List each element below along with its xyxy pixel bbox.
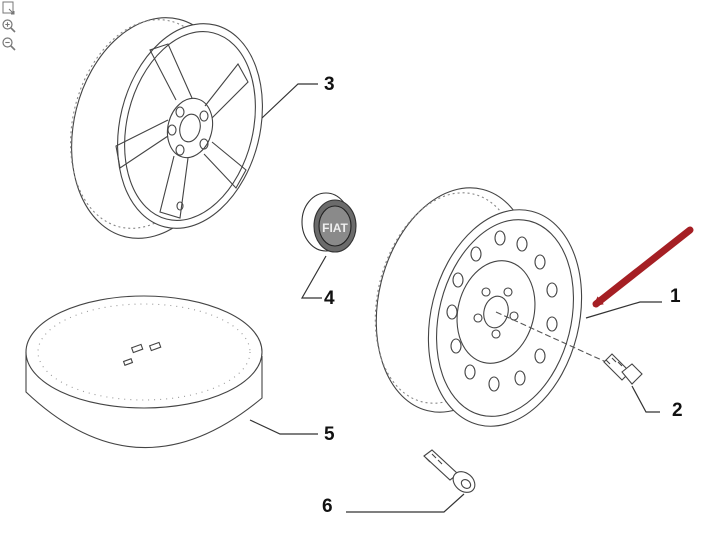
callout-number-6: 6 bbox=[322, 496, 333, 517]
tyre-valve[interactable] bbox=[423, 449, 479, 497]
highlight-arrow bbox=[592, 226, 694, 308]
steel-wheel[interactable] bbox=[354, 171, 607, 443]
callout-number-3: 3 bbox=[324, 74, 335, 95]
callout-leader-6 bbox=[346, 493, 465, 513]
wheel-bolt[interactable] bbox=[603, 353, 643, 385]
callout-number-1: 1 bbox=[670, 286, 681, 307]
hub-cap-logo: FIAT bbox=[322, 221, 348, 235]
callout-leader-5 bbox=[249, 419, 318, 435]
callout-leader-3 bbox=[261, 83, 318, 119]
viewer-toolbar bbox=[1, 0, 19, 52]
callout-number-5: 5 bbox=[324, 424, 335, 445]
fit-page-icon[interactable] bbox=[1, 0, 17, 16]
callout-leader-1 bbox=[585, 301, 662, 319]
callout-number-2: 2 bbox=[672, 400, 683, 421]
alloy-wheel[interactable] bbox=[49, 0, 283, 255]
zoom-out-icon[interactable] bbox=[1, 36, 17, 52]
callout-leader-4 bbox=[300, 255, 327, 299]
spare-wheel-cover[interactable] bbox=[25, 295, 263, 449]
callout-leader-2 bbox=[631, 385, 660, 413]
hub-cap[interactable]: FIAT bbox=[301, 192, 357, 253]
callout-number-4: 4 bbox=[324, 288, 335, 309]
zoom-in-icon[interactable] bbox=[1, 18, 17, 34]
